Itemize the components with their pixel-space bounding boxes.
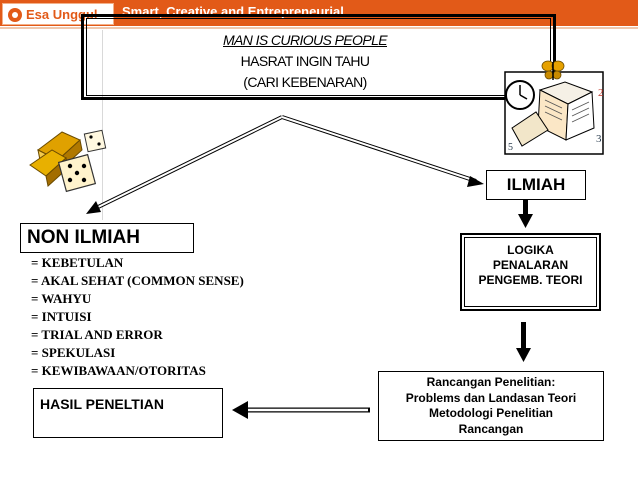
logika-line-2: PENALARAN [492, 258, 569, 272]
curiosity-line-1: MAN IS CURIOUS PEOPLE [223, 32, 388, 48]
logika-line-1: LOGIKA [507, 243, 554, 257]
list-item: = INTUISI [31, 309, 92, 324]
rancangan-line-3: Metodologi Penelitian [428, 406, 553, 420]
list-item: = WAHYU [31, 291, 92, 306]
list-item: = AKAL SEHAT (COMMON SENSE) [31, 273, 244, 288]
non-ilmiah-list: = KEBETULAN = AKAL SEHAT (COMMON SENSE) … [31, 254, 244, 380]
arrow-to-non-ilmiah [86, 115, 283, 214]
arrow-logika-to-rancangan [516, 322, 531, 362]
arrow-to-ilmiah [281, 115, 484, 187]
rancangan-line-2: Problems dan Landasan Teori [405, 390, 577, 405]
list-item: = KEBETULAN [31, 255, 124, 270]
svg-text:5: 5 [508, 142, 513, 153]
arrow-ilmiah-to-logika [518, 200, 533, 228]
vertical-guide-line [102, 30, 103, 220]
ilmiah-box: ILMIAH [486, 170, 586, 200]
logika-line-3: PENGEMB. TEORI [478, 273, 583, 287]
list-item: = TRIAL AND ERROR [31, 327, 163, 342]
logika-box: LOGIKA PENALARAN PENGEMB. TEORI [460, 233, 601, 311]
svg-text:2: 2 [598, 87, 604, 99]
curiosity-text: MAN IS CURIOUS PEOPLE HASRAT INGIN TAHU … [180, 30, 430, 93]
book-and-clock-icon: 2 3 5 [504, 60, 604, 155]
rancangan-line-4: Rancangan [458, 421, 524, 436]
logo-text: Esa Unggul [26, 7, 98, 22]
list-item: = SPEKULASI [31, 345, 116, 360]
curiosity-line-3: (CARI KEBENARAN) [243, 74, 367, 90]
curiosity-line-2: HASRAT INGIN TAHU [240, 53, 370, 69]
svg-text:3: 3 [596, 133, 602, 145]
gold-and-dice-icon [29, 129, 107, 193]
header-divider [0, 27, 638, 29]
logo-mark-icon [8, 8, 22, 22]
rancangan-line-1: Rancangan Penelitian: [426, 375, 556, 389]
curiosity-box-outer [81, 14, 556, 100]
rancangan-box: Rancangan Penelitian: Problems dan Landa… [378, 371, 604, 441]
non-ilmiah-box: NON ILMIAH [20, 223, 194, 253]
curiosity-box-inner [86, 18, 551, 96]
list-item: = KEWIBAWAAN/OTORITAS [31, 363, 206, 378]
hasil-penelitian-box: HASIL PENELTIAN [33, 388, 223, 438]
arrow-rancangan-to-hasil [232, 401, 370, 419]
